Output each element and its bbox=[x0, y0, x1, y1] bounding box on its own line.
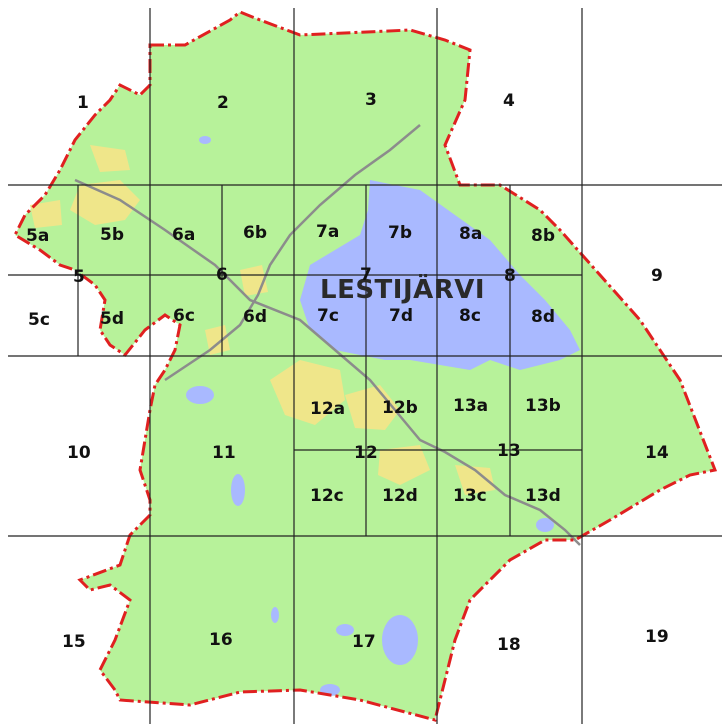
grid-label: 5a bbox=[26, 226, 49, 246]
road bbox=[164, 124, 421, 382]
grid-label: 10 bbox=[67, 443, 91, 463]
grid-label: 13c bbox=[453, 486, 487, 506]
grid-label: 17 bbox=[352, 632, 376, 652]
lake bbox=[199, 136, 211, 144]
grid-label: 5b bbox=[100, 225, 124, 245]
grid-label: 13b bbox=[525, 396, 561, 416]
grid-label: 1 bbox=[77, 93, 89, 113]
grid-label: 8b bbox=[531, 226, 555, 246]
grid-label: 6a bbox=[172, 225, 195, 245]
lake bbox=[382, 615, 418, 665]
field-patch bbox=[30, 200, 62, 228]
grid-label: 7a bbox=[316, 222, 339, 242]
grid-label: 2 bbox=[217, 93, 229, 113]
grid-label: 8 bbox=[504, 266, 516, 286]
lake bbox=[336, 624, 354, 636]
grid-label: 5d bbox=[100, 309, 124, 329]
grid-label: 6 bbox=[216, 265, 228, 285]
lake bbox=[536, 518, 554, 532]
field-patch bbox=[378, 445, 430, 485]
roads bbox=[74, 124, 581, 546]
grid-label: 8a bbox=[459, 224, 482, 244]
road bbox=[74, 178, 581, 546]
grid-label: 12b bbox=[382, 398, 418, 418]
grid-label: 16 bbox=[209, 630, 233, 650]
grid-label: 7c bbox=[317, 306, 339, 326]
grid-label: 8c bbox=[459, 306, 481, 326]
field-patch bbox=[455, 465, 495, 495]
grid-label: 11 bbox=[212, 443, 236, 463]
lake bbox=[186, 386, 214, 404]
grid-label: 14 bbox=[645, 443, 669, 463]
grid-label: 5 bbox=[73, 267, 85, 287]
grid-label: 18 bbox=[497, 635, 521, 655]
field-patch bbox=[270, 360, 345, 425]
grid-label: 6b bbox=[243, 223, 267, 243]
grid-label: 19 bbox=[645, 627, 669, 647]
lake bbox=[231, 474, 245, 506]
grid-label: 3 bbox=[365, 90, 377, 110]
grid-labels: 1 2 3 4 5a 5b 6a 6b 7a 7b 8a 8b 5 6 7 8 … bbox=[26, 90, 669, 655]
grid-label: 7b bbox=[388, 223, 412, 243]
grid-label: 9 bbox=[651, 266, 663, 286]
grid-label: 12c bbox=[310, 486, 344, 506]
municipality-boundary bbox=[13, 10, 718, 722]
field-patch bbox=[345, 385, 400, 430]
grid-label: 13 bbox=[497, 441, 521, 461]
grid-label: 12 bbox=[354, 443, 378, 463]
lake bbox=[271, 607, 279, 623]
grid-label: 12d bbox=[382, 486, 418, 506]
grid-label: 12a bbox=[310, 399, 345, 419]
field-patch bbox=[70, 180, 140, 225]
grid-label: 5c bbox=[28, 310, 50, 330]
grid-label: 13a bbox=[453, 396, 488, 416]
grid-label: 7 bbox=[360, 265, 372, 285]
field-patch bbox=[90, 145, 130, 172]
lake-title-label: LESTIJÄRVI bbox=[320, 273, 485, 305]
grid-label: 7d bbox=[389, 306, 413, 326]
grid-label: 8d bbox=[531, 307, 555, 327]
municipality-land-area bbox=[15, 12, 715, 720]
grid-label: 15 bbox=[62, 632, 86, 652]
grid-lines bbox=[8, 8, 722, 724]
grid-label: 6d bbox=[243, 307, 267, 327]
grid-label: 4 bbox=[503, 91, 515, 111]
grid-label: 6c bbox=[173, 306, 195, 326]
grid-label: 13d bbox=[525, 486, 561, 506]
